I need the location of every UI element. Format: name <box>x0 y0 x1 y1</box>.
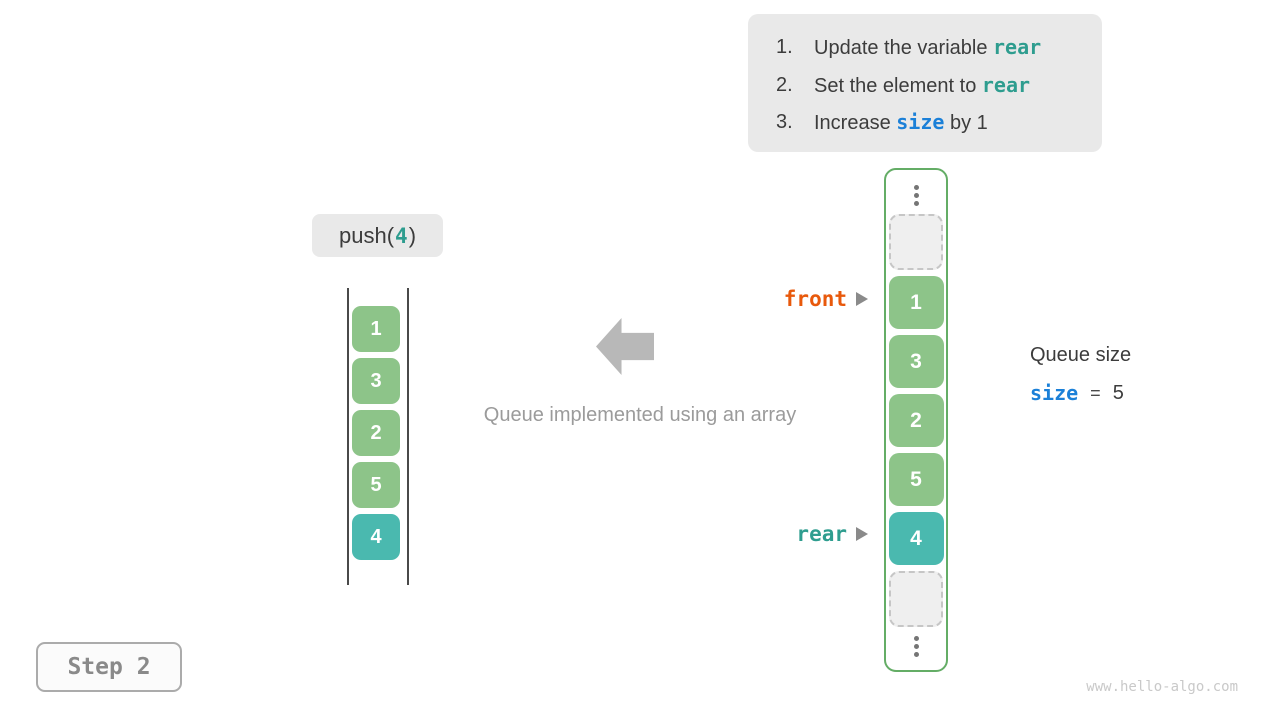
size-variable: size <box>1030 381 1079 405</box>
ellipsis-bottom-icon <box>913 634 919 659</box>
push-operation-label: push(4) <box>312 214 443 257</box>
array-cells: 1 3 2 5 4 <box>888 276 944 565</box>
step-number: 2. <box>776 73 793 96</box>
queue-boundary-line-right <box>407 288 409 585</box>
array-cell: 4 <box>888 512 944 565</box>
step-text: Set the element to rear <box>814 72 1031 97</box>
step-item: 2. Set the element to rear <box>776 67 1102 105</box>
step-item: 3. Increase size by 1 <box>776 104 1102 142</box>
step-number: 3. <box>776 111 793 133</box>
front-pointer-label: front <box>783 287 847 311</box>
queue-stack: 1 3 2 5 4 <box>352 306 400 560</box>
pointer-arrow-icon <box>856 527 868 541</box>
steps-panel: 1. Update the variable rear 2. Set the e… <box>748 14 1102 152</box>
rear-pointer-label: rear <box>796 522 847 546</box>
queue-boundary-line-left <box>347 288 349 585</box>
step-text: Increase size by 1 <box>814 110 988 134</box>
left-arrow-icon <box>596 318 654 375</box>
push-arg-value: 4 <box>395 223 408 248</box>
step-item: 1. Update the variable rear <box>776 29 1102 67</box>
figure-caption: Queue implemented using an array <box>483 404 797 426</box>
array-container: 1 3 2 5 4 <box>884 168 948 672</box>
pointer-arrow-icon <box>856 292 868 306</box>
size-value: 5 <box>1112 381 1124 404</box>
equals-sign: = <box>1090 382 1101 403</box>
push-fn-text: push( <box>338 222 395 248</box>
queue-size-title: Queue size <box>1030 344 1132 366</box>
step-code-term: size <box>896 110 945 134</box>
front-pointer: front <box>784 287 868 311</box>
step-number: 1. <box>776 36 793 58</box>
queue-size-panel: Queue size size = 5 <box>1030 344 1131 405</box>
push-close-paren: ) <box>408 222 417 248</box>
queue-size-expression: size = 5 <box>1030 381 1131 405</box>
array-empty-cell-top <box>889 214 943 270</box>
queue-cell: 4 <box>352 514 400 560</box>
array-empty-cell-bottom <box>889 571 943 627</box>
step-code-term: rear <box>981 72 1031 97</box>
step-badge: Step 2 <box>36 642 182 692</box>
array-cell: 3 <box>888 335 944 388</box>
queue-cell: 2 <box>352 410 400 456</box>
queue-cell: 3 <box>352 358 400 404</box>
rear-pointer: rear <box>796 522 868 546</box>
watermark: www.hello-algo.com <box>1086 679 1238 695</box>
ellipsis-top-icon <box>913 183 919 208</box>
queue-cell: 5 <box>352 462 400 508</box>
array-cell: 2 <box>888 394 944 447</box>
array-cell: 5 <box>888 453 944 506</box>
array-cell: 1 <box>888 276 944 329</box>
step-code-term: rear <box>993 35 1042 59</box>
queue-cell: 1 <box>352 306 400 352</box>
step-text: Update the variable rear <box>814 35 1042 59</box>
